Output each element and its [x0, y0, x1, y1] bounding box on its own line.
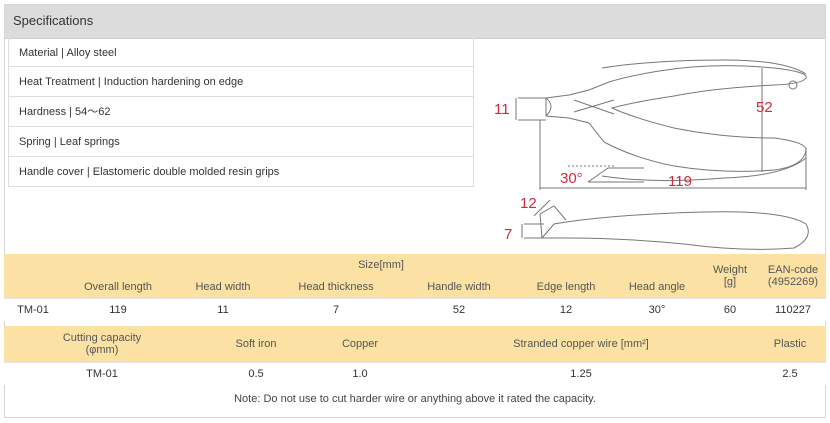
- table-cell: 1.0: [312, 362, 408, 385]
- column-header: Head thickness: [272, 276, 400, 299]
- weight-header: Weight [g]: [700, 254, 760, 299]
- column-header: Plastic: [754, 326, 826, 363]
- usage-note: Note: Do not use to cut harder wire or a…: [234, 393, 596, 405]
- spec-item: Handle cover | Elastomeric double molded…: [8, 157, 474, 187]
- capacity-header: Cutting capacity (φmm): [4, 326, 200, 363]
- column-header: Edge length: [518, 276, 614, 299]
- panel-header: Specifications: [5, 5, 825, 39]
- column-header: Overall length: [62, 276, 174, 299]
- table-cell: 119: [62, 298, 174, 321]
- column-header: Head width: [174, 276, 272, 299]
- pliers-side-view: [540, 211, 809, 250]
- capacity-table: Cutting capacity (φmm) Soft iron Copper …: [4, 326, 826, 385]
- column-header: Stranded copper wire [mm²]: [408, 326, 754, 363]
- table-cell: 30°: [614, 298, 700, 321]
- pliers-top-view: [545, 65, 807, 172]
- overall-length-label: 119: [668, 173, 692, 190]
- spec-item: Hardness | 54～62: [8, 97, 474, 127]
- head-angle-label: 30°: [560, 170, 583, 187]
- table-cell: 2.5: [754, 362, 826, 385]
- weight-cell: 60: [700, 298, 760, 321]
- table-cell: 11: [174, 298, 272, 321]
- column-header: Head angle: [614, 276, 700, 299]
- table-cell: 12: [518, 298, 614, 321]
- column-header: Handle width: [400, 276, 518, 299]
- pliers-diagram: 11 52 30° 119 12 7: [494, 59, 809, 250]
- ean-header: EAN-code (4952269): [760, 254, 826, 299]
- spec-list: Material | Alloy steel Heat Treatment | …: [8, 37, 474, 187]
- model-cell: TM-01: [4, 362, 200, 385]
- size-group-header: Size[mm]: [62, 254, 700, 276]
- table-row: TM-01 119 11 7 52 12 30° 60 110227: [4, 298, 826, 321]
- table-cell: 1.25: [408, 362, 754, 385]
- column-header: Soft iron: [200, 326, 312, 363]
- handle-width-label: 52: [756, 99, 773, 116]
- column-header: Copper: [312, 326, 408, 363]
- model-header: [4, 254, 62, 299]
- spec-item: Heat Treatment | Induction hardening on …: [8, 67, 474, 97]
- size-table: Size[mm] Weight [g] EAN-code (4952269) O…: [4, 254, 826, 321]
- edge-length-label: 12: [520, 195, 537, 212]
- model-cell: TM-01: [4, 298, 62, 321]
- table-row: TM-01 0.5 1.0 1.25 2.5: [4, 362, 826, 385]
- head-thickness-label: 7: [504, 226, 512, 243]
- panel-title: Specifications: [13, 13, 94, 28]
- head-width-label: 11: [494, 101, 510, 118]
- spec-item: Spring | Leaf springs: [8, 127, 474, 157]
- table-cell: 0.5: [200, 362, 312, 385]
- ean-cell: 110227: [760, 298, 826, 321]
- table-cell: 7: [272, 298, 400, 321]
- spec-item: Material | Alloy steel: [8, 37, 474, 67]
- table-cell: 52: [400, 298, 518, 321]
